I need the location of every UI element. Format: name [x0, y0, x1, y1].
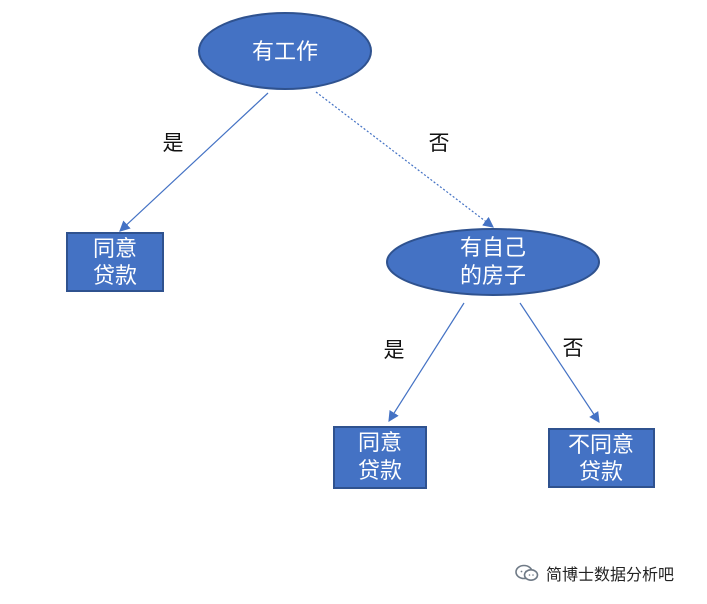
edge-label-no-1: 否 [429, 131, 450, 155]
watermark-text: 简博士数据分析吧 [546, 565, 675, 584]
leaf-approve-2-line-2: 贷款 [358, 459, 402, 484]
house-node-line-1: 有自己 [460, 236, 526, 261]
edge-label-yes-1: 是 [163, 131, 184, 155]
root-node [198, 12, 372, 90]
leaf-reject [548, 428, 655, 488]
leaf-approve-1 [66, 232, 164, 292]
leaf-approve-2 [333, 426, 427, 489]
watermark: 简博士数据分析吧 [514, 561, 694, 585]
edge-house-to-approve [388, 302, 465, 423]
root-node-label: 有工作 [252, 40, 318, 65]
leaf-approve-1-line-2: 贷款 [93, 264, 137, 289]
house-node [386, 228, 600, 296]
edge-house-to-reject [519, 302, 600, 423]
edge-label-yes-2: 是 [384, 338, 405, 362]
leaf-approve-2-line-1: 同意 [358, 431, 402, 456]
leaf-reject-line-1: 不同意 [568, 433, 634, 458]
edge-label-no-2: 否 [563, 336, 584, 360]
edge-root-to-approve [119, 92, 269, 232]
house-node-line-2: 的房子 [460, 264, 526, 289]
leaf-approve-1-line-1: 同意 [93, 237, 137, 262]
edge-root-to-house [315, 91, 494, 228]
wechat-icon [515, 564, 539, 581]
leaf-reject-line-2: 贷款 [579, 460, 623, 485]
